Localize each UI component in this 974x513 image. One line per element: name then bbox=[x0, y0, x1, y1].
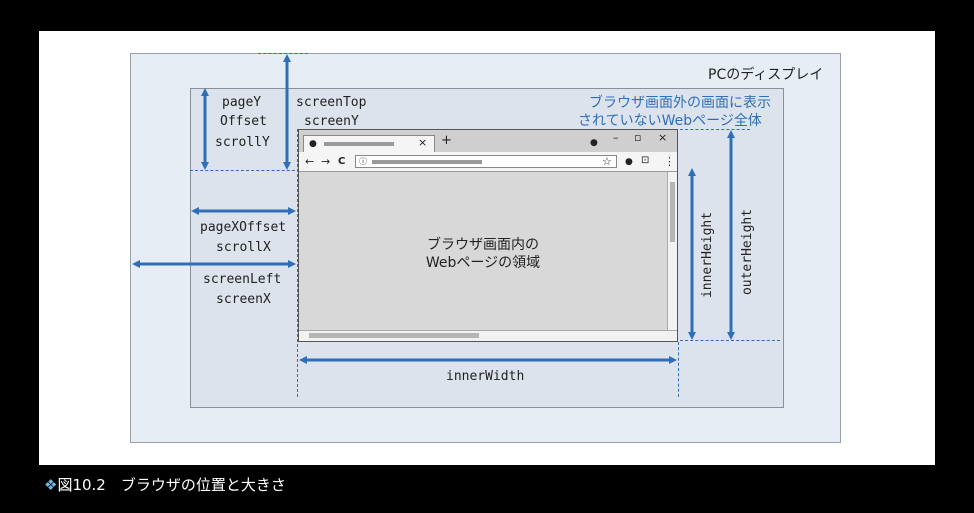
caption-mark-icon: ❖ bbox=[44, 476, 58, 494]
figure-caption: ❖図10.2 ブラウザの位置と大きさ bbox=[44, 474, 286, 495]
label-screenx: screenX bbox=[216, 292, 271, 307]
label-offset: Offset bbox=[220, 114, 267, 129]
tab-close-icon[interactable]: × bbox=[418, 136, 428, 149]
info-icon: ⓘ bbox=[359, 157, 367, 166]
label-outerheight: outerHeight bbox=[740, 208, 755, 296]
label-scrolly: scrollY bbox=[215, 135, 270, 150]
profile-icon[interactable]: ● bbox=[590, 138, 598, 148]
label-screeny: screenY bbox=[304, 114, 359, 129]
tab-title-placeholder bbox=[324, 142, 394, 146]
label-pagexoffset: pageXOffset bbox=[200, 220, 287, 235]
guide-browser-top bbox=[680, 129, 750, 130]
url-placeholder bbox=[372, 160, 482, 164]
browser-tab[interactable]: ● × bbox=[303, 135, 435, 152]
extension-icon[interactable]: ● bbox=[625, 157, 633, 167]
label-innerheight: innerHeight bbox=[700, 211, 715, 299]
label-screenleft: screenLeft bbox=[203, 272, 282, 287]
viewport-text-line2: Webページの領域 bbox=[425, 255, 541, 271]
menu-icon[interactable]: ⋮ bbox=[664, 155, 675, 168]
browser-window: ● × + ● – ▫ × ← → C ⓘ ☆ ● ⊡ ⋮ ブラウザ画面内の W… bbox=[298, 129, 678, 342]
window-close-icon[interactable]: × bbox=[658, 131, 668, 144]
display-label: PCのディスプレイ bbox=[708, 67, 824, 83]
guide-browser-right bbox=[678, 342, 679, 397]
caption-text: 図10.2 ブラウザの位置と大きさ bbox=[57, 476, 286, 494]
bookmark-star-icon[interactable]: ☆ bbox=[602, 155, 612, 168]
label-scrollx: scrollX bbox=[216, 240, 271, 255]
forward-icon[interactable]: → bbox=[321, 155, 331, 168]
guide-browser-left bbox=[297, 129, 298, 397]
address-bar[interactable]: ⓘ ☆ bbox=[355, 155, 617, 168]
browser-toolbar: ← → C ⓘ ☆ ● ⊡ ⋮ bbox=[299, 152, 677, 172]
reload-icon[interactable]: C bbox=[338, 156, 346, 167]
favicon-icon: ● bbox=[309, 139, 317, 149]
new-tab-icon[interactable]: + bbox=[441, 133, 452, 148]
guide-display-top bbox=[258, 53, 308, 54]
viewport-text-line1: ブラウザ画面内の bbox=[427, 237, 539, 253]
label-innerwidth: innerWidth bbox=[446, 369, 525, 384]
guide-browser-bottom bbox=[680, 340, 780, 341]
back-icon[interactable]: ← bbox=[305, 155, 315, 168]
horizontal-scroll-thumb[interactable] bbox=[309, 333, 479, 338]
tab-strip: ● × + ● – ▫ × bbox=[299, 130, 677, 152]
maximize-icon[interactable]: ▫ bbox=[634, 131, 642, 144]
horizontal-scrollbar[interactable] bbox=[299, 330, 677, 341]
offscreen-note-line2: されていないWebページ全体 bbox=[578, 113, 762, 129]
guide-viewport-top bbox=[190, 170, 300, 171]
vertical-scrollbar[interactable] bbox=[667, 172, 677, 330]
label-screentop: screenTop bbox=[296, 95, 367, 110]
offscreen-note-line1: ブラウザ画面外の画面に表示 bbox=[589, 95, 771, 111]
vertical-scroll-thumb[interactable] bbox=[670, 182, 675, 242]
browser-viewport: ブラウザ画面内の Webページの領域 bbox=[299, 172, 667, 330]
reading-list-icon[interactable]: ⊡ bbox=[641, 155, 650, 166]
minimize-icon[interactable]: – bbox=[613, 131, 619, 144]
label-pagey: pageY bbox=[222, 95, 262, 110]
